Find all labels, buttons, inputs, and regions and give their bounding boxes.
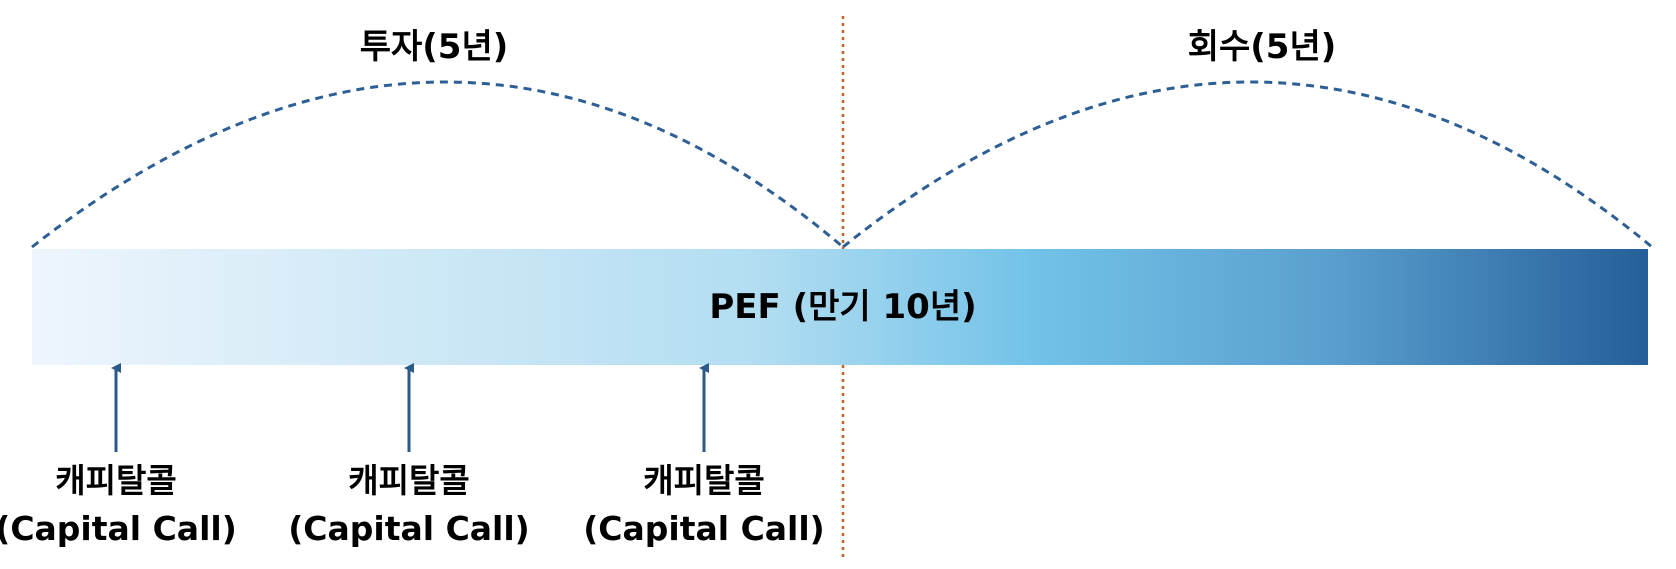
investment-phase-label: 투자(5년) — [360, 27, 509, 67]
capital-call-label-1-korean: 캐피탈콜 — [55, 461, 176, 500]
capital-call-label-3-english: (Capital Call) — [583, 509, 825, 548]
fund-term-label: PEF (만기 10년) — [709, 287, 976, 327]
recovery-phase-arc — [842, 80, 1653, 249]
capital-call-label-2-korean: 캐피탈콜 — [348, 461, 469, 500]
fund-term-bar — [32, 249, 1648, 365]
recovery-phase-label: 회수(5년) — [1188, 27, 1337, 67]
capital-call-label-2-english: (Capital Call) — [288, 509, 530, 548]
investment-phase-arc — [31, 80, 844, 249]
capital-call-label-1-english: (Capital Call) — [0, 509, 237, 548]
capital-call-label-3-korean: 캐피탈콜 — [643, 461, 764, 500]
